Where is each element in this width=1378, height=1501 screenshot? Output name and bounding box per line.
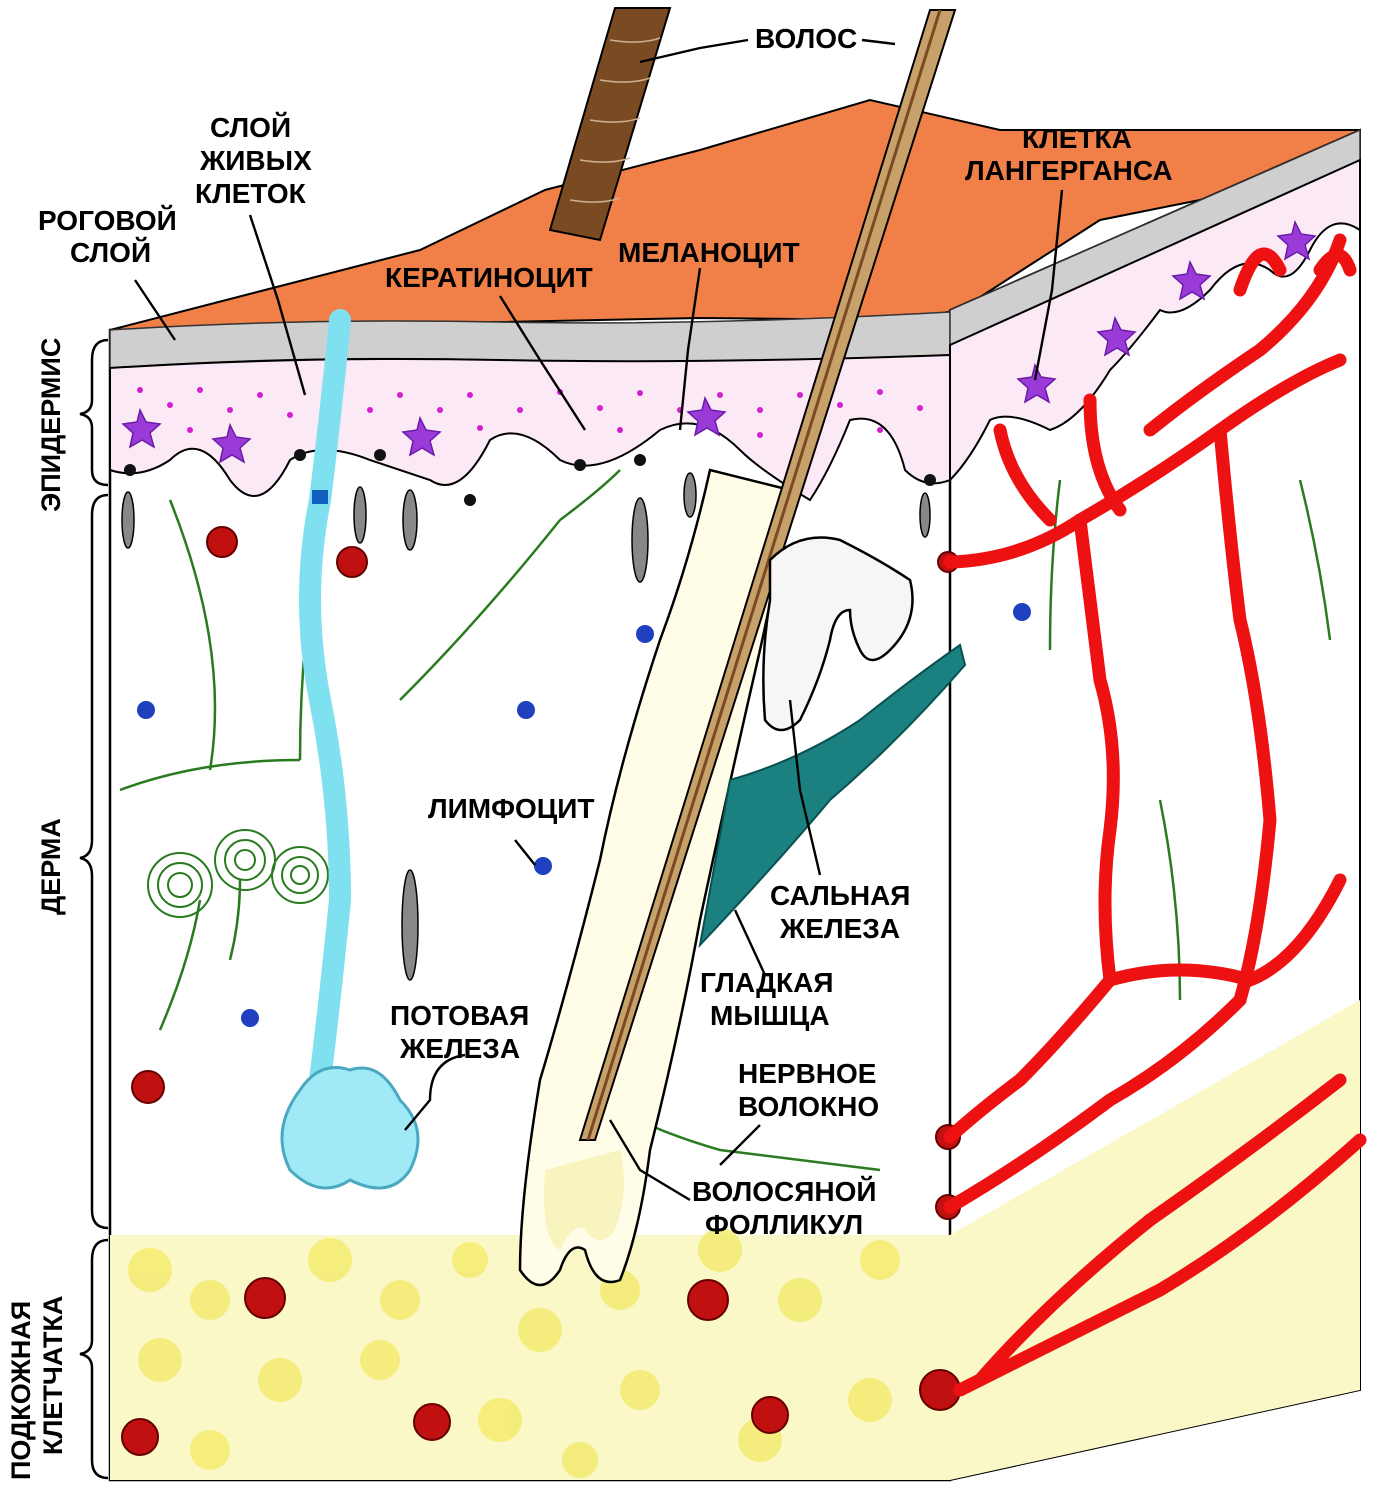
living-cell-layer bbox=[109, 353, 951, 502]
dermis-brace bbox=[79, 493, 109, 1230]
label-keratinocyte: КЕРАТИНОЦИТ bbox=[385, 262, 593, 293]
label-smooth-muscle-2: МЫШЦА bbox=[710, 1000, 830, 1031]
sweat-pore bbox=[312, 490, 328, 504]
label-sebaceous-1: САЛЬНАЯ bbox=[770, 880, 910, 911]
label-sweat-gland-2: ЖЕЛЕЗА bbox=[399, 1033, 520, 1064]
label-smooth-muscle-1: ГЛАДКАЯ bbox=[700, 967, 833, 998]
label-epidermis: ЭПИДЕРМИС bbox=[36, 338, 66, 512]
fibroblasts bbox=[121, 472, 931, 981]
leader-lines bbox=[134, 38, 1064, 1202]
label-nerve-fiber-1: НЕРВНОЕ bbox=[738, 1058, 876, 1089]
label-subcutis-1: ПОДКОЖНАЯ bbox=[6, 1301, 36, 1480]
label-horny-layer-2: СЛОЙ bbox=[70, 236, 151, 268]
label-hair-follicle-2: ФОЛЛИКУЛ bbox=[705, 1209, 863, 1240]
label-living-layer-1: СЛОЙ bbox=[210, 111, 291, 143]
subcutaneous-fat-right bbox=[950, 1000, 1360, 1480]
sweat-gland-coil bbox=[280, 1066, 420, 1190]
label-langerhans-2: ЛАНГЕРГАНСА bbox=[965, 155, 1173, 186]
cut-hair-texture bbox=[569, 37, 661, 203]
langerhans-cells bbox=[121, 395, 727, 464]
lymphocytes bbox=[137, 603, 1031, 1027]
label-subcutis-2: КЛЕТЧАТКА bbox=[38, 1295, 68, 1455]
label-hair-follicle-1: ВОЛОСЯНОЙ bbox=[692, 1175, 877, 1207]
hair-shaft-inner bbox=[586, 9, 942, 1141]
blood-cells bbox=[121, 526, 961, 1456]
label-melanocyte: МЕЛАНОЦИТ bbox=[618, 237, 800, 268]
layer-braces bbox=[79, 338, 109, 1480]
right-living-layer bbox=[949, 158, 1361, 483]
follicle-bulb bbox=[544, 1150, 624, 1250]
label-living-layer-2: ЖИВЫХ bbox=[199, 145, 312, 176]
label-horny-layer-1: РОГОВОЙ bbox=[38, 204, 177, 236]
label-langerhans-1: КЛЕТКА bbox=[1022, 123, 1132, 154]
sweat-duct bbox=[299, 309, 352, 1091]
right-langerhans-cells bbox=[1016, 219, 1317, 404]
label-dermis: ДЕРМА bbox=[36, 818, 66, 915]
label-nerve-fiber-2: ВОЛОКНО bbox=[738, 1091, 879, 1122]
cut-hair-shaft bbox=[548, 7, 672, 242]
blood-vessels bbox=[943, 233, 1367, 1397]
nerve-endings bbox=[147, 829, 329, 918]
label-living-layer-3: КЛЕТОК bbox=[195, 178, 307, 209]
epidermis-brace bbox=[79, 338, 109, 487]
label-lymphocyte: ЛИМФОЦИТ bbox=[428, 793, 594, 824]
label-hair: ВОЛОС bbox=[755, 23, 857, 54]
label-sweat-gland-1: ПОТОВАЯ bbox=[390, 1000, 529, 1031]
hair-shaft bbox=[578, 9, 957, 1141]
label-sebaceous-2: ЖЕЛЕЗА bbox=[779, 913, 900, 944]
sebaceous-gland bbox=[762, 536, 914, 732]
melanocyte-cells bbox=[124, 449, 936, 506]
fat-cells bbox=[128, 1228, 900, 1478]
smooth-muscle bbox=[698, 643, 967, 949]
subcutis-brace bbox=[79, 1238, 109, 1480]
